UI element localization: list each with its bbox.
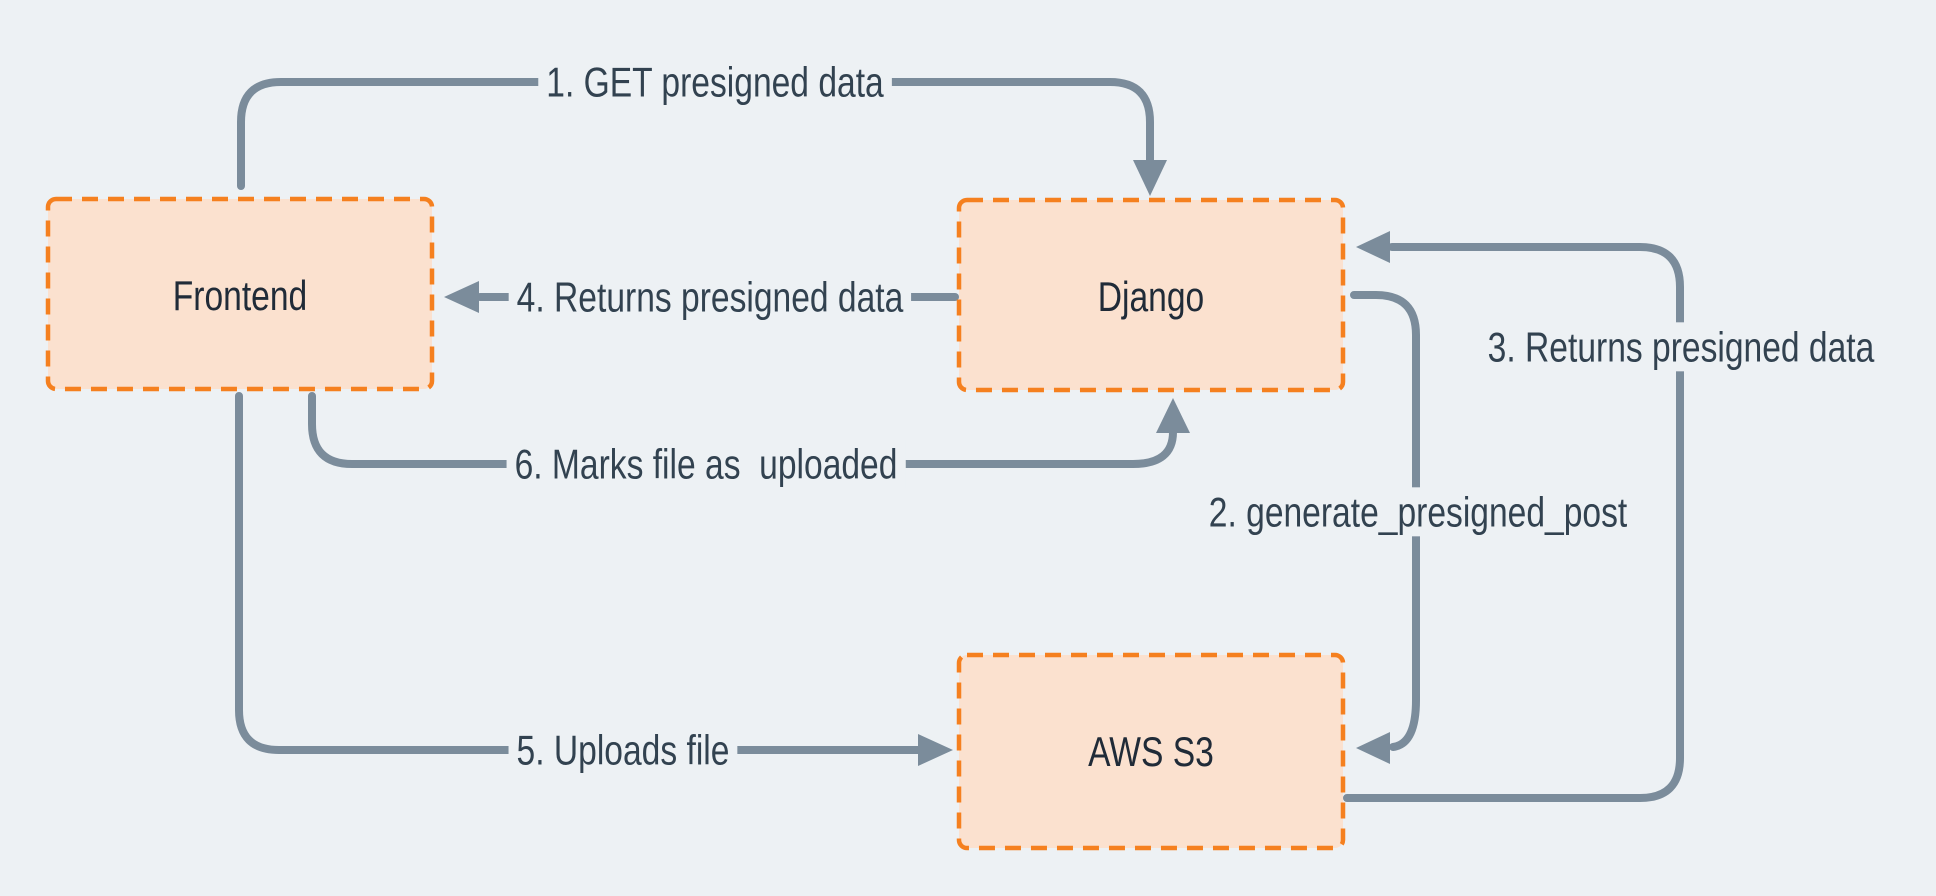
edge-label-uploads-file: 5. Uploads file bbox=[508, 725, 738, 775]
edge-label-returns-presigned-data-s3: 3. Returns presigned data bbox=[1479, 322, 1883, 372]
edge-label-returns-presigned-data-frontend: 4. Returns presigned data bbox=[508, 272, 912, 322]
edge-label-generate-presigned-post: 2. generate_presigned_post bbox=[1200, 487, 1636, 537]
node-django-label: Django bbox=[1097, 272, 1205, 320]
edge-5-arrowhead bbox=[918, 734, 953, 766]
edge-3-path bbox=[1343, 243, 1684, 802]
edge-label-get-presigned-data: 1. GET presigned data bbox=[538, 57, 892, 107]
edge-1-arrowhead bbox=[1133, 160, 1167, 196]
edge-2-path bbox=[1350, 291, 1420, 751]
edge-3-arrowhead bbox=[1356, 231, 1390, 263]
node-django-box bbox=[956, 197, 1346, 393]
edge-6-arrowhead bbox=[1156, 398, 1190, 433]
node-frontend-box bbox=[45, 196, 435, 392]
node-aws-s3-label: AWS S3 bbox=[1088, 727, 1214, 775]
node-frontend-label: Frontend bbox=[172, 271, 308, 319]
edge-5-path bbox=[235, 392, 922, 754]
edge-6-path bbox=[308, 392, 1177, 468]
node-aws-s3-box bbox=[956, 652, 1346, 851]
edge-4-arrowhead bbox=[444, 281, 479, 313]
edge-label-marks-file-uploaded: 6. Marks file as uploaded bbox=[506, 439, 906, 489]
edge-2-arrowhead bbox=[1356, 732, 1390, 764]
